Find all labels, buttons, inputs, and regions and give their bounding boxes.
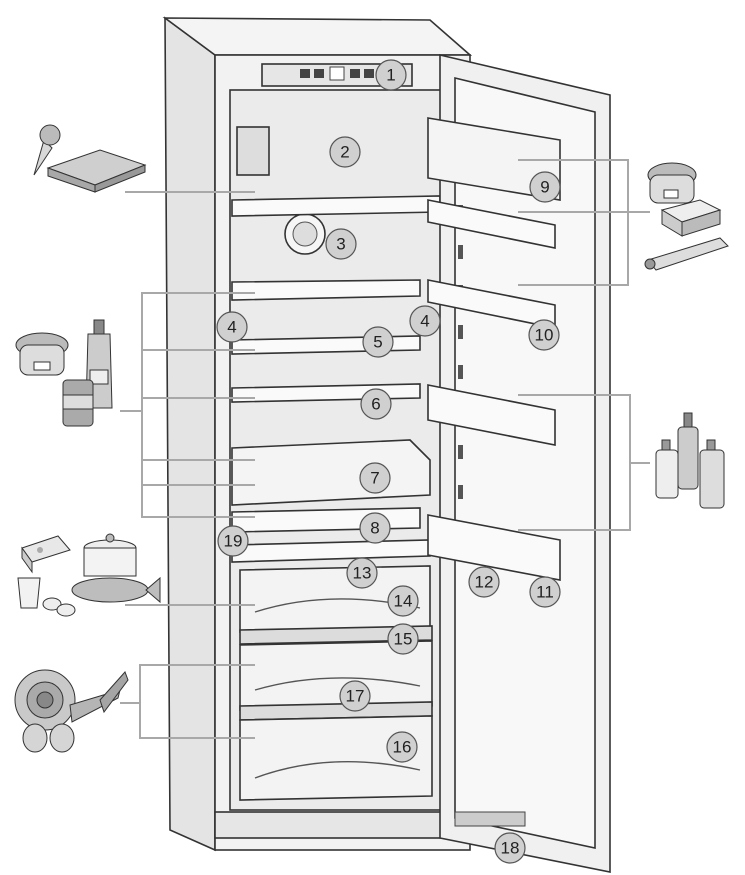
leader-lines: [120, 159, 650, 739]
callout-label: 6: [371, 395, 380, 414]
leader-bracket: [518, 159, 629, 286]
jar-icon: [647, 162, 697, 204]
glass-shelf: [231, 195, 441, 217]
leader-bracket: [141, 292, 255, 518]
jar-icon: [15, 332, 69, 376]
glass-shelf: [231, 383, 421, 403]
callout-label: 8: [370, 519, 379, 538]
callout: 3: [325, 228, 357, 260]
callout: 8: [359, 512, 391, 544]
drawer-divider: [239, 625, 433, 645]
glass-icon: [17, 577, 41, 609]
callout-label: 4: [227, 318, 236, 337]
callout: 16: [386, 731, 418, 763]
glass-shelf: [231, 507, 421, 533]
plinth: [214, 811, 471, 839]
door-shelf: [427, 384, 556, 446]
control-button: [364, 69, 374, 78]
crisper-drawer: [239, 715, 433, 801]
callouts: 1 2 3 4 4 5 6 7 8 9 10 11 12 13 14 15 16…: [216, 59, 561, 864]
door-hinge: [454, 811, 526, 827]
callout: 5: [362, 326, 394, 358]
door-shelves: [427, 117, 561, 581]
cabinet: [162, 16, 473, 852]
callout: 2: [329, 136, 361, 168]
callout-label: 11: [536, 583, 554, 602]
callout: 19: [217, 525, 249, 557]
callout-label: 16: [393, 738, 412, 757]
callout-label: 12: [475, 573, 494, 592]
door: [427, 53, 611, 873]
callout-label: 19: [224, 532, 243, 551]
food-icons: [14, 124, 729, 753]
ice-cream-icon: [33, 124, 61, 176]
glass-shelf: [231, 279, 421, 301]
callout: 4: [216, 311, 248, 343]
milk-bottle-icon: [699, 439, 725, 509]
callout: 10: [528, 319, 560, 351]
callout-label: 13: [353, 564, 372, 583]
callout-label: 15: [394, 630, 413, 649]
door-bottle-shelf: [427, 514, 561, 581]
callout: 12: [468, 566, 500, 598]
callout-label: 7: [370, 469, 379, 488]
callout-label: 3: [336, 235, 345, 254]
door-butter-compartment: [427, 117, 561, 201]
callout: 18: [494, 832, 526, 864]
eggs-icon: [42, 597, 76, 617]
butter-icon: [660, 199, 722, 237]
callout-label: 18: [501, 839, 520, 858]
ventilator-center: [292, 221, 318, 247]
cabinet-top: [162, 17, 473, 56]
leader-bracket: [139, 664, 255, 739]
callout-label: 2: [340, 143, 349, 162]
pear-icon: [22, 723, 75, 753]
drawer-handle: [254, 677, 421, 691]
crisper-drawers: [239, 565, 433, 801]
milk-bottle-icon: [655, 439, 679, 499]
callout-label: 4: [420, 312, 429, 331]
callout-label: 17: [346, 687, 365, 706]
door-shelf: [427, 199, 556, 249]
callout: 1: [375, 59, 407, 91]
tube-icon: [644, 237, 729, 271]
door-liner: [454, 76, 596, 849]
callout: 4: [409, 305, 441, 337]
callout: 6: [360, 388, 392, 420]
frozen-pack-icon: [46, 149, 147, 193]
cheese-icon: [21, 535, 71, 574]
storage-drawer: [231, 439, 431, 506]
callout-label: 10: [535, 326, 554, 345]
control-button: [350, 69, 360, 78]
callout-label: 5: [373, 333, 382, 352]
callout: 14: [387, 585, 419, 617]
control-button: [314, 69, 324, 78]
carrot-icon: [69, 671, 129, 723]
callout: 15: [387, 623, 419, 655]
bottle-icon: [677, 412, 699, 490]
callout: 7: [359, 462, 391, 494]
callout-label: 9: [540, 178, 549, 197]
pot-icon: [83, 533, 137, 577]
control-display: [329, 66, 345, 81]
callout: 9: [529, 171, 561, 203]
cabinet-side-wall: [164, 16, 216, 852]
control-button: [300, 69, 310, 78]
drawer-handle: [254, 760, 421, 779]
callout: 13: [346, 557, 378, 589]
callout-label: 14: [394, 592, 413, 611]
callout: 11: [529, 576, 561, 608]
lettuce-icon: [14, 669, 76, 731]
fish-icon: [71, 576, 161, 604]
light-housing: [236, 126, 270, 176]
can-icon: [62, 379, 94, 427]
callout-label: 1: [386, 66, 395, 85]
callout: 17: [339, 680, 371, 712]
